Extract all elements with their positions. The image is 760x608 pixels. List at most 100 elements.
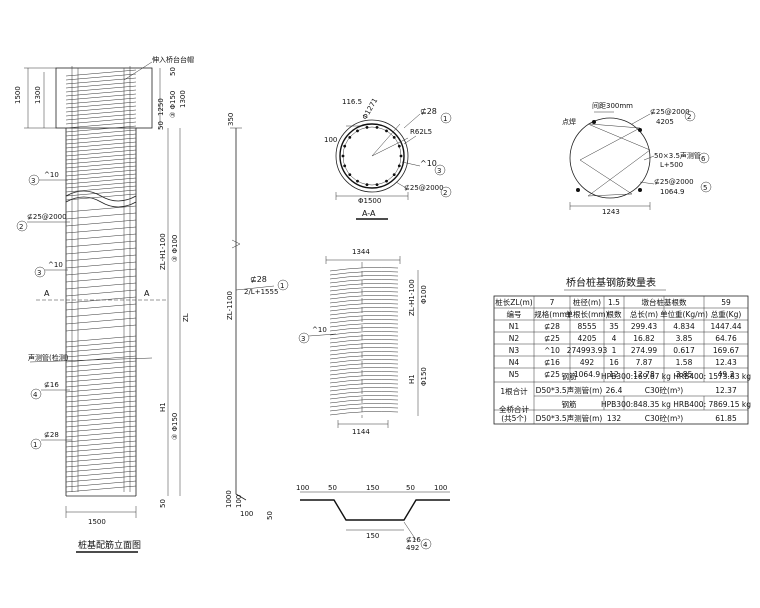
table-header1-cell: 桩径(m) (573, 297, 601, 307)
spiral-coil-line (329, 367, 399, 372)
spiral-turn (65, 177, 137, 185)
spiral-label-phi100: Φ100 (420, 285, 428, 304)
table-data-cell: 0.617 (673, 346, 695, 355)
spiral-coil-line (329, 271, 399, 276)
spiral-hatch-mid (65, 205, 137, 332)
spiral-coil-line (329, 319, 399, 324)
spiral-coil-line (329, 351, 399, 356)
table-header2-cell: 根数 (607, 309, 622, 319)
table-data-cell: ⊈16 (544, 358, 560, 367)
aa-dim-outer: Φ1500 (358, 197, 381, 205)
spiral-turn (65, 455, 137, 463)
spiral-turn (65, 445, 137, 453)
spiral-turn (65, 169, 137, 177)
section-bar-dot (343, 164, 347, 168)
spiral-coil-line (329, 279, 399, 284)
callout-bar-28: 1 ⊈28 (30, 431, 72, 450)
spiral-turn (65, 205, 137, 213)
spiral-turn (65, 345, 137, 353)
section-bar-dot (399, 154, 403, 158)
spiral-coil-line (329, 379, 399, 384)
section-bar-dot (385, 129, 388, 133)
hook-dim-left-50: 50 (266, 511, 274, 520)
main-bar-callout-text: ⊈28 (250, 275, 267, 284)
main-bar-dim-1000: 1000 (225, 490, 233, 508)
cut-label-left: A (44, 289, 50, 298)
spiral-turn (65, 370, 137, 378)
spiral-turn (65, 149, 137, 157)
spiral-turn (65, 268, 137, 276)
section-bar-dot (348, 173, 352, 177)
hook-dim-left-100: 100 (240, 510, 253, 518)
spiral-coil-line (329, 303, 399, 308)
section-bar-dot (341, 154, 345, 158)
spiral-turn (65, 240, 137, 248)
single-total-label: 1根合计 (500, 386, 528, 396)
spiral-turn (65, 303, 137, 311)
table-border (493, 295, 749, 425)
spiral-turn (65, 355, 137, 363)
table-data-cell: 3.85 (676, 370, 693, 379)
aa-dim-116: 116.5 (342, 98, 362, 106)
section-bar-dot (392, 173, 396, 177)
spiral-turn (65, 317, 137, 325)
main-bar-detail: 350 ZL-1100 ⊈28 2/L+1555 1 1000 100 (225, 113, 289, 508)
spiral-turn (65, 470, 137, 478)
table-data-cell: ⊈25 (544, 370, 560, 379)
spiral-coil-line (329, 307, 399, 312)
table-header2-cell: 总长(m) (630, 309, 658, 319)
spiral-label-zl: ZL-H1-100 (408, 279, 416, 316)
table-data-cell: N5 (509, 370, 520, 379)
table-data-cell: 299.43 (631, 322, 657, 331)
spiral-callout-num: 3 (301, 335, 305, 343)
table-header1-cell: 59 (721, 298, 731, 307)
table-header1-cell: 1.5 (608, 298, 620, 307)
spiral-callout-text: ^10 (312, 326, 327, 334)
spiral-coil-line (329, 315, 399, 320)
spiral-label-h1: H1 (408, 374, 416, 384)
grand-total-label: 全桥合计 (499, 404, 529, 414)
spiral-turn (65, 101, 137, 109)
svg-text:3: 3 (31, 177, 35, 185)
stiffener-callout-25b: ⊈25@2000 (654, 178, 694, 186)
spiral-coil-line (329, 299, 399, 304)
stiffener-circle (569, 117, 651, 199)
pile-elevation: A A 伸入桥台台帽 1500 1300 50 1250 50 ③ Φ150 1… (14, 55, 194, 553)
callout-bar-25: 2 ⊈25@2000 (16, 213, 70, 232)
main-bar-callout-num: 1 (280, 282, 284, 290)
table-data-cell: 1 (612, 346, 617, 355)
hook-bar-shape (300, 499, 450, 521)
table-data-cell: 4.834 (673, 322, 695, 331)
spiral-dim-bottom: 1144 (352, 428, 370, 436)
table-data-cell: 1447.44 (710, 322, 741, 331)
table-data-cell: N3 (509, 346, 520, 355)
spiral-coil-line (329, 311, 399, 316)
spiral-turn (65, 73, 137, 81)
table-data-cell: 35 (609, 322, 619, 331)
spacing-phi150: ③ Φ150 (171, 413, 179, 440)
section-bar-dot (348, 136, 352, 139)
aa-callout-28-num: 1 (443, 115, 447, 123)
table-data-cell: N2 (509, 334, 520, 343)
table-data-cell: N1 (509, 322, 520, 331)
spiral-turn (65, 129, 137, 137)
aa-dim-1271: Φ1271 (361, 97, 380, 121)
spiral-turn (65, 81, 137, 89)
grand-steel-label: 钢筋 (562, 399, 577, 409)
stiffener-callout-25a: ⊈25@2000 (650, 108, 690, 116)
section-spiral-ring (339, 123, 405, 189)
hook-dim-100a: 100 (296, 484, 309, 492)
spiral-turn (65, 450, 137, 458)
spiral-turn (65, 181, 137, 189)
section-bar-dot (343, 144, 347, 148)
hook-detail: 100 50 150 50 100 50 100 150 ⊈16 492 4 (240, 484, 450, 552)
spiral-turn (65, 77, 137, 85)
dim-left-1300: 1300 (34, 86, 42, 104)
dim-bottom-1500: 1500 (88, 518, 106, 526)
spiral-coil-line (329, 359, 399, 364)
stiffener-callout-pipe-num: 6 (701, 155, 706, 163)
spiral-turn (65, 400, 137, 408)
stiffener-top-dim: 间距300mm (592, 102, 633, 110)
table-data-cell: 49.2 (718, 370, 735, 379)
spiral-turn (65, 157, 137, 165)
